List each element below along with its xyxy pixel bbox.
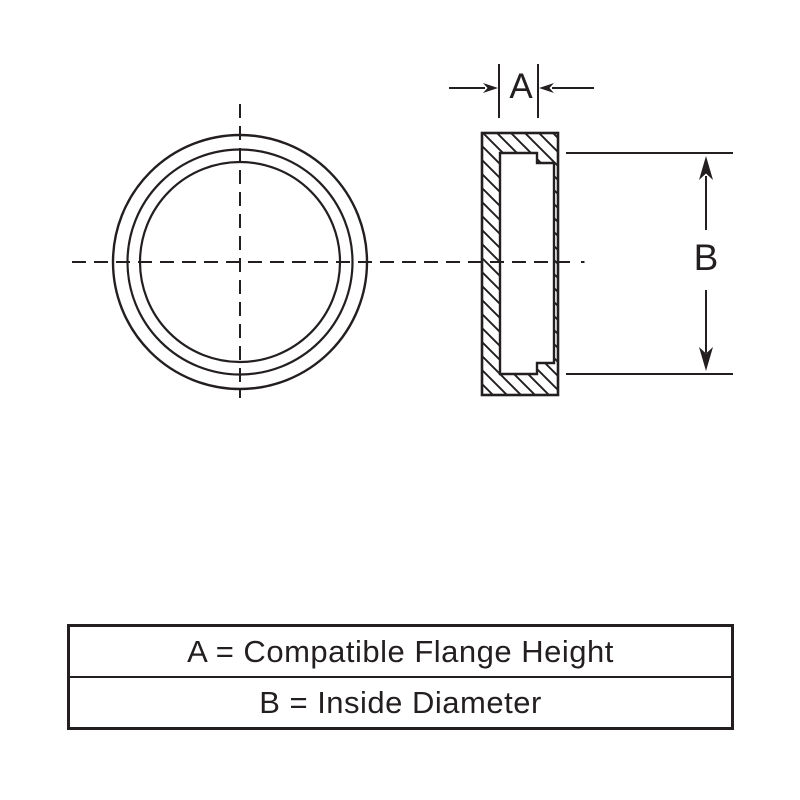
dimension-b: B (566, 152, 733, 375)
dimension-a: A (449, 64, 594, 118)
legend-row-b: B = Inside Diameter (70, 676, 731, 727)
legend-text-a: A = Compatible Flange Height (187, 633, 614, 669)
legend-table: A = Compatible Flange Height B = Inside … (67, 624, 734, 730)
dim-b-arrowhead-top (699, 156, 713, 180)
dim-a-arrowhead-left (483, 83, 498, 93)
dim-a-arrowhead-right (539, 83, 554, 93)
section-cavity-outline (498, 151, 556, 376)
inner-lip-circle (138, 160, 342, 364)
dim-b-label: B (694, 237, 719, 278)
outer-edge-circle (111, 133, 369, 391)
inside-diameter-circle (126, 148, 354, 376)
dim-b-arrowhead-bottom (699, 347, 713, 371)
legend-text-b: B = Inside Diameter (259, 684, 542, 720)
legend-row-a: A = Compatible Flange Height (70, 627, 731, 676)
section-outer-outline (480, 131, 560, 397)
section-view (480, 131, 560, 397)
dim-a-label: A (509, 67, 533, 106)
section-hatch-fill (482, 133, 558, 395)
